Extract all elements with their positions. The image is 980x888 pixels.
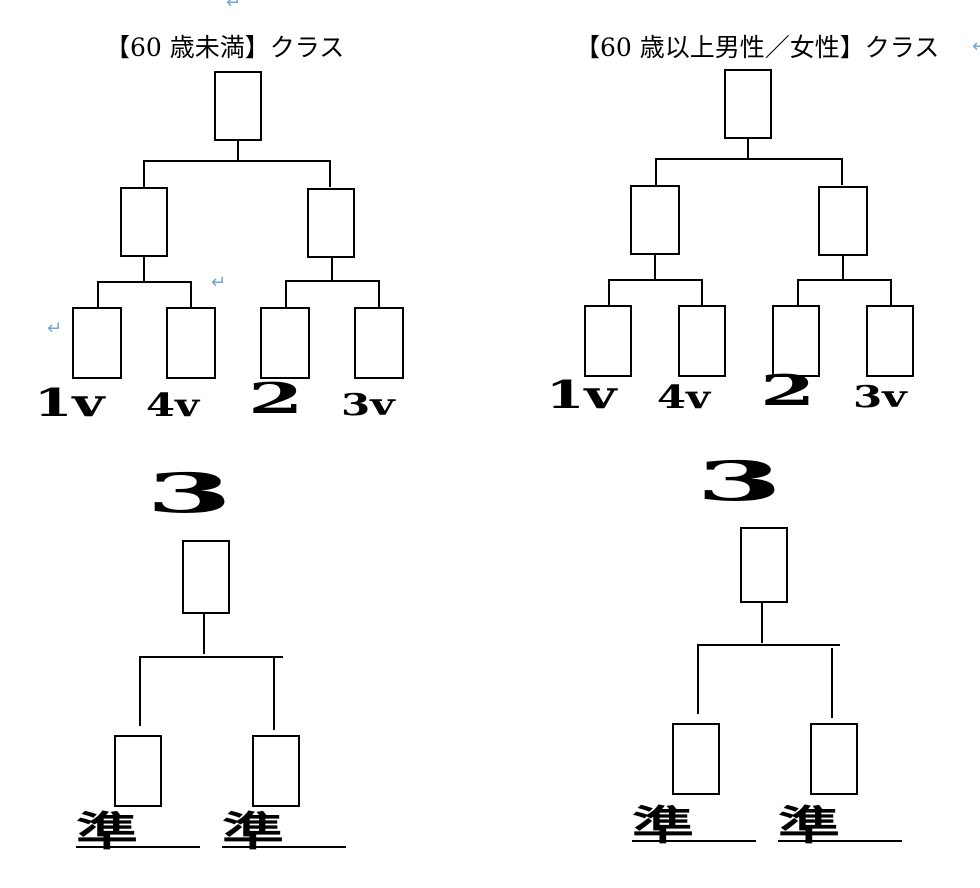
bracket-line xyxy=(237,141,239,161)
first-round-box xyxy=(772,305,820,377)
semifinal-box xyxy=(630,185,680,255)
third-place-box xyxy=(740,527,788,603)
bracket-line xyxy=(797,279,892,281)
bracket-line xyxy=(841,158,843,185)
semifinal-label: 準 xyxy=(632,802,694,849)
bracket-line xyxy=(97,281,99,308)
return-mark: ↵ xyxy=(47,318,63,339)
bracket-line xyxy=(842,256,844,279)
semifinal-box xyxy=(307,188,355,258)
bracket-line xyxy=(143,257,145,281)
bracket-line xyxy=(143,160,331,162)
underline xyxy=(76,846,200,848)
seed-label: 2 xyxy=(760,366,816,415)
semifinal-loser-box xyxy=(672,723,720,795)
first-round-box xyxy=(354,307,404,379)
bracket-line xyxy=(285,280,287,308)
first-round-box xyxy=(866,305,914,377)
bracket-line xyxy=(890,279,892,306)
first-round-box xyxy=(584,305,632,377)
bracket-line xyxy=(697,644,699,714)
right-class-title: 【60 歳以上男性／女性】クラス xyxy=(575,33,940,62)
final-box xyxy=(724,69,772,139)
seed-label: 2 xyxy=(248,374,304,423)
return-mark: ↵ xyxy=(211,272,227,293)
seed-label: 4v xyxy=(146,386,200,424)
bracket-line xyxy=(139,656,141,726)
return-mark-top: ↵ xyxy=(226,0,242,13)
underline xyxy=(778,840,902,842)
seed-label: 1v xyxy=(546,372,617,417)
semifinal-loser-box xyxy=(252,735,300,807)
bracket-line xyxy=(97,281,192,283)
bracket-line xyxy=(608,279,703,281)
bracket-line xyxy=(701,279,703,306)
bracket-line xyxy=(203,614,205,654)
bracket-line xyxy=(608,279,610,306)
first-round-box xyxy=(260,307,310,379)
return-mark-title: ↵ xyxy=(972,36,980,57)
third-place-box xyxy=(182,540,230,614)
final-box xyxy=(214,71,262,141)
semifinal-loser-box xyxy=(810,723,858,795)
semifinal-box xyxy=(818,186,868,256)
seed-label: 1v xyxy=(34,380,105,425)
bracket-line xyxy=(285,280,380,282)
semifinal-box xyxy=(120,187,168,257)
seed-label: 3v xyxy=(341,388,395,423)
bracket-line xyxy=(329,160,331,187)
first-round-box xyxy=(72,307,122,379)
bracket-line xyxy=(654,255,656,279)
underline xyxy=(222,846,346,848)
semifinal-label: 準 xyxy=(222,808,284,855)
bracket-line xyxy=(143,160,145,187)
bracket-line xyxy=(655,158,657,185)
seed-label: 4v xyxy=(657,378,711,416)
bracket-line xyxy=(190,281,192,308)
bracket-line xyxy=(831,648,833,718)
left-class-title: 【60 歳未満】クラス xyxy=(105,33,345,62)
first-round-box xyxy=(678,305,726,377)
bracket-line xyxy=(331,258,333,281)
seed-label: 3v xyxy=(853,380,907,415)
bracket-line xyxy=(747,139,749,159)
third-place-label: 3 xyxy=(696,449,783,513)
bracket-line xyxy=(761,603,763,643)
bracket-line xyxy=(139,656,283,658)
bracket-line xyxy=(273,656,275,730)
semifinal-label: 準 xyxy=(76,808,138,855)
semifinal-label: 準 xyxy=(778,802,840,849)
bracket-line xyxy=(655,158,843,160)
first-round-box xyxy=(166,307,216,379)
third-place-label: 3 xyxy=(146,461,233,525)
semifinal-loser-box xyxy=(114,735,162,807)
bracket-line xyxy=(797,279,799,306)
underline xyxy=(632,840,756,842)
bracket-line xyxy=(378,280,380,308)
bracket-line xyxy=(697,644,840,646)
